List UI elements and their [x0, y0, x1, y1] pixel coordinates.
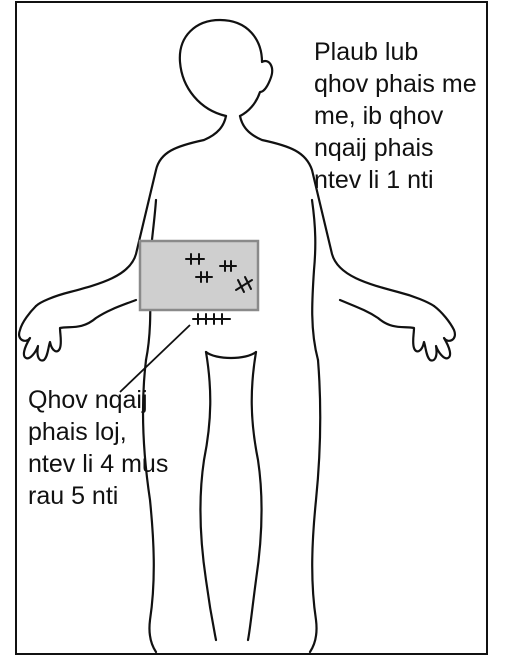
label-line: ntev li 1 nti: [314, 164, 477, 196]
crotch-outline: [206, 352, 256, 358]
label-line: qhov phais me: [314, 68, 477, 100]
label-line: rau 5 nti: [28, 480, 168, 512]
large-incision-label: Qhov nqaij phais loj, ntev li 4 mus rau …: [28, 384, 168, 512]
surgical-area: [140, 241, 258, 310]
right-leg-outline: [310, 360, 320, 652]
label-line: Qhov nqaij: [28, 384, 168, 416]
leader-line: [120, 325, 190, 392]
head-outline: [180, 20, 272, 116]
small-incisions-label: Plaub lub qhov phais me me, ib qhov nqai…: [314, 36, 477, 196]
inner-left-leg-outline: [200, 352, 216, 640]
right-arm-outline: [340, 300, 455, 360]
label-line: Plaub lub: [314, 36, 477, 68]
label-line: phais loj,: [28, 416, 168, 448]
inner-right-leg-outline: [248, 352, 262, 640]
large-incision: [193, 314, 230, 324]
label-line: ntev li 4 mus: [28, 448, 168, 480]
left-arm-outline: [19, 300, 136, 360]
label-line: me, ib qhov: [314, 100, 477, 132]
label-line: nqaij phais: [314, 132, 477, 164]
right-torso-outline: [312, 200, 318, 360]
